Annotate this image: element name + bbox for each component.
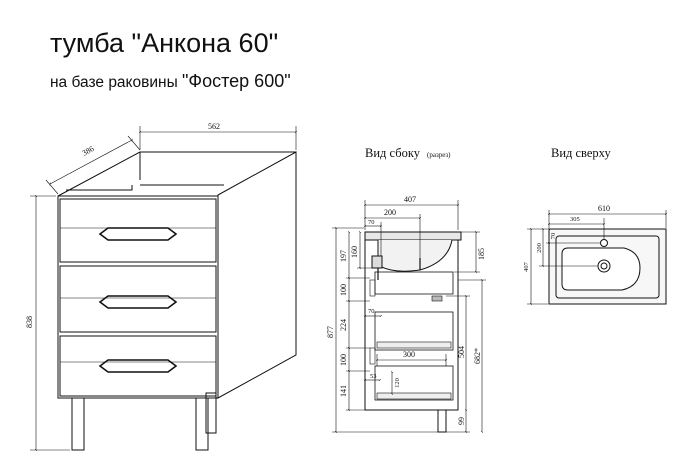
side-dim-504: 504 <box>457 346 466 358</box>
front-dim-width: 562 <box>208 122 220 131</box>
leg-back-right <box>205 392 217 434</box>
side-view-note: (разрез) <box>427 151 451 159</box>
side-drawer-2-bottom <box>376 341 452 349</box>
side-dim-224: 224 <box>339 319 348 331</box>
top-dim-200: 200 <box>536 243 543 253</box>
side-sink-bowl <box>377 239 453 272</box>
side-siphon <box>371 255 383 269</box>
cabinet-legs <box>71 392 217 451</box>
side-dim-100b: 100 <box>339 354 348 366</box>
side-leg <box>437 409 447 433</box>
drawer-handle-1 <box>98 227 178 241</box>
top-dim-width: 610 <box>598 204 610 213</box>
side-drawer-3-bottom <box>376 392 452 400</box>
side-dim-141: 141 <box>339 385 348 397</box>
front-perspective-view <box>30 126 298 452</box>
side-view-label: Вид сбоку <box>365 146 421 160</box>
top-view-dimension-labels: 610 305 407 200 70 <box>523 204 610 272</box>
side-handle-1 <box>369 279 376 297</box>
drawer-front-2 <box>59 265 217 333</box>
side-view-dimension-labels: 407 200 70 160 197 185 100 224 70 877 50… <box>326 195 486 425</box>
side-dim-120: 120 <box>394 378 401 388</box>
top-tap-hole <box>600 239 608 247</box>
page-subtitle: на базе раковины "Фостер 600" <box>50 72 291 91</box>
page-title: тумба "Анкона 60" <box>50 28 279 58</box>
side-dim-877: 877 <box>326 326 335 338</box>
side-dim-200: 200 <box>384 208 396 217</box>
leg-front-left <box>71 397 85 451</box>
side-dim-70-mid: 70 <box>368 308 375 315</box>
leg-front-right <box>195 397 209 451</box>
cabinet-side-panel <box>217 151 297 399</box>
cabinet-front-frame <box>57 195 219 399</box>
side-drawer-2 <box>374 311 454 351</box>
drawer-front-1 <box>59 198 217 263</box>
top-view-label: Вид сверху <box>551 146 611 160</box>
subtitle-sink-model: "Фостер 600" <box>182 71 291 91</box>
front-dim-height: 838 <box>25 316 34 328</box>
side-dim-depth: 407 <box>404 195 416 204</box>
top-dim-70: 70 <box>550 233 557 240</box>
drawer-handle-3 <box>98 359 178 373</box>
side-dim-197: 197 <box>339 250 348 262</box>
side-dim-300: 300 <box>403 350 415 359</box>
side-dim-185: 185 <box>477 248 486 260</box>
drawer-handle-2 <box>98 295 178 309</box>
side-hardware <box>431 295 443 302</box>
side-drawer-3 <box>374 365 454 401</box>
top-sink-inner <box>555 235 660 299</box>
side-dim-70-top: 70 <box>368 219 375 226</box>
side-dim-682: 682* <box>473 348 482 364</box>
side-handle-2 <box>369 347 376 365</box>
side-drawer-1 <box>374 271 454 295</box>
drawer-front-3 <box>59 335 217 397</box>
top-view <box>527 210 668 306</box>
side-dim-99: 99 <box>457 417 466 425</box>
side-dim-160: 160 <box>350 246 359 258</box>
side-dim-53: 53 <box>370 373 377 380</box>
subtitle-prefix: на базе раковины <box>50 74 183 91</box>
front-dim-depth: 386 <box>81 144 96 158</box>
side-sink-top <box>364 231 462 241</box>
side-section-view <box>332 200 486 434</box>
top-dim-305: 305 <box>570 216 580 223</box>
side-dim-100a: 100 <box>339 284 348 296</box>
top-dim-depth: 407 <box>523 261 530 272</box>
drawer-handles <box>98 227 178 373</box>
dim-line-depth <box>49 138 133 186</box>
